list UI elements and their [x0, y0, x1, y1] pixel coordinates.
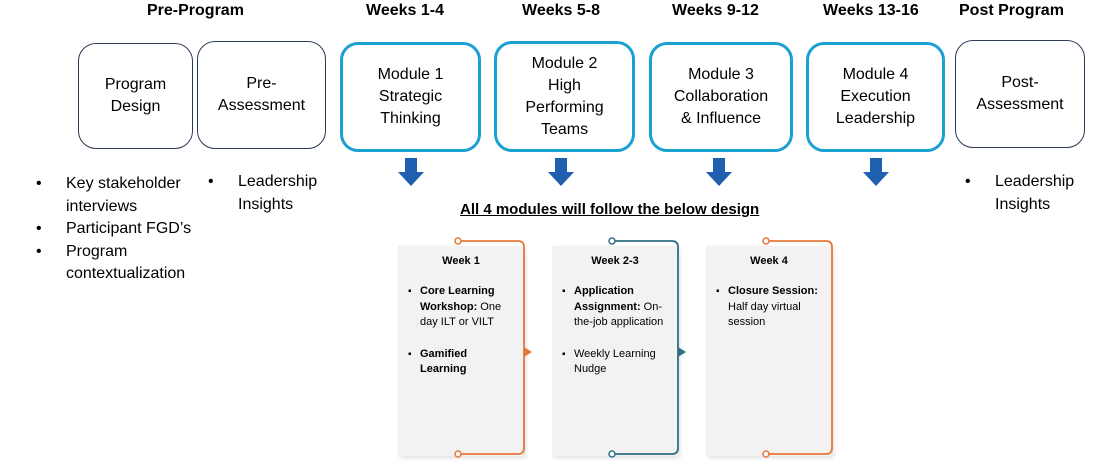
pre-program-bullets: Key stakeholder interviews Participant F… [36, 173, 206, 286]
list-item: Program contextualization [36, 241, 206, 286]
card-title: Week 2-3 [591, 255, 639, 267]
header-post-program: Post Program [959, 2, 1064, 19]
list-item: Leadership Insights [965, 171, 1095, 216]
card-point: Gamified Learning [408, 347, 516, 378]
header-weeks-13-16: Weeks 13-16 [823, 2, 919, 19]
box-text-line: Strategic [378, 88, 443, 105]
post-assessment-bullets: Leadership Insights [965, 171, 1095, 216]
post-assessment-box: Post- Assessment [955, 40, 1085, 148]
list-item: Key stakeholder interviews [36, 173, 206, 218]
pre-assessment-bullets: Leadership Insights [208, 171, 338, 216]
box-text-line: Performing [525, 98, 604, 116]
box-text-line: Leadership [835, 110, 916, 127]
box-text-line: & Influence [680, 110, 762, 127]
module-4-box: Module 4 Execution Leadership [806, 42, 945, 152]
card-point-bold: Application Assignment: [574, 285, 641, 313]
card-point: Closure Session: Half day virtual sessio… [716, 284, 824, 331]
box-text-line: Thinking [380, 110, 441, 127]
card-point-bold: Closure Session: [728, 285, 818, 297]
box-text-line: Teams [540, 120, 589, 138]
box-text-line: Post- [1001, 74, 1039, 91]
module-3-box: Module 3 Collaboration & Influence [649, 42, 793, 152]
week-1-card: Week 1 Core Learning Workshop: One day I… [398, 246, 524, 456]
card-point-bold: Gamified Learning [420, 347, 468, 376]
week-2-3-card: Week 2-3 Application Assignment: On-the-… [552, 246, 678, 456]
box-text-line: Design [110, 98, 161, 115]
design-title: All 4 modules will follow the below desi… [460, 201, 760, 218]
list-item: Participant FGD’s [36, 218, 206, 241]
card-point-text: On-the-job application [574, 300, 664, 329]
card-point-text: Half day virtual session [728, 300, 801, 329]
box-text-line: Assessment [976, 96, 1064, 113]
header-pre-program: Pre-Program [147, 2, 244, 19]
program-design-box: Program Design [78, 43, 193, 149]
pre-assessment-box: Pre- Assessment [197, 41, 326, 149]
header-weeks-1-4: Weeks 1-4 [366, 2, 444, 19]
card-point-text: One day ILT or VILT [420, 300, 502, 329]
module-2-box: Module 2 High Performing Teams [494, 41, 635, 152]
down-arrow-icon [548, 158, 574, 186]
box-text-line: Collaboration [673, 88, 769, 105]
down-arrow-icon [398, 158, 424, 186]
card-point: Core Learning Workshop: One day ILT or V… [408, 284, 516, 331]
box-text-line: Pre- [246, 75, 277, 92]
box-text-line: Module 3 [688, 66, 754, 83]
header-weeks-9-12: Weeks 9-12 [672, 2, 759, 19]
down-arrow-icon [706, 158, 732, 186]
down-arrow-icon [863, 158, 889, 186]
box-text-line: Module 1 [377, 66, 444, 83]
box-text-line: Program [104, 76, 167, 93]
week-4-card: Week 4 Closure Session: Half day virtual… [706, 246, 832, 456]
card-point-bold: Core Learning Workshop: [420, 285, 495, 313]
module-1-box: Module 1 Strategic Thinking [340, 42, 481, 152]
card-point: Weekly Learning Nudge [562, 347, 670, 378]
box-text-line: Module 2 [531, 54, 598, 72]
card-title: Week 4 [750, 255, 788, 267]
card-point-text: Weekly Learning Nudge [574, 347, 656, 376]
card-point: Application Assignment: On-the-job appli… [562, 284, 670, 331]
box-text-line: Module 4 [842, 66, 909, 83]
box-text-line: High [548, 76, 581, 94]
box-text-line: Assessment [217, 97, 306, 114]
header-weeks-5-8: Weeks 5-8 [522, 2, 600, 19]
card-title: Week 1 [442, 255, 480, 267]
box-text-line: Execution [840, 88, 911, 105]
list-item: Leadership Insights [208, 171, 338, 216]
